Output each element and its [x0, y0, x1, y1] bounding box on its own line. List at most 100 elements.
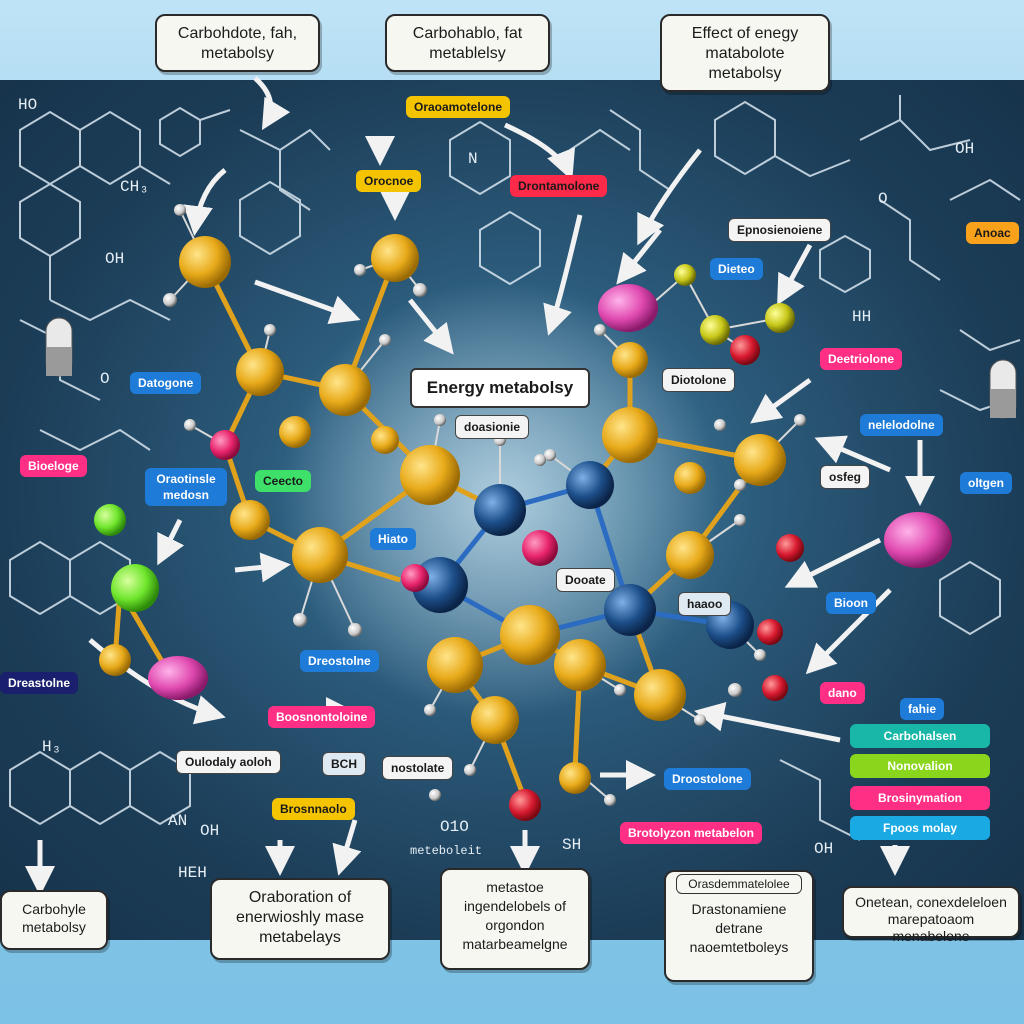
footer-box-droseno: Orasdemmatelolee Drastonamiene detrane n…	[664, 870, 814, 982]
tag-fahie: fahie	[900, 698, 945, 720]
center-title: Energy metabolsy	[410, 368, 590, 408]
header-box-carb-fat: Carbohdote, fah, metabolsy	[155, 14, 320, 72]
footer-box-oraboration: Oraboration of enerwioshly mase metabela…	[210, 878, 390, 960]
tag-diotolone: Diotolone	[662, 368, 736, 392]
gold-atom	[400, 445, 460, 505]
gold-atom	[634, 669, 686, 721]
tag-brotolyzon: Brotolyzon metabelon	[620, 822, 763, 844]
gold-atom	[666, 531, 714, 579]
magenta-atom	[210, 430, 240, 460]
gold-atom	[427, 637, 483, 693]
yellow-atom	[700, 315, 730, 345]
gold-atom	[674, 462, 706, 494]
yellow-atom	[765, 303, 795, 333]
chem-label-sh: SH	[562, 836, 582, 854]
footer-box-droseno-title: Orasdemmatelolee	[676, 874, 802, 894]
navy-atom	[604, 584, 656, 636]
red-atom	[757, 619, 783, 645]
magenta-atom	[401, 564, 429, 592]
tag-orocnoe: Orocnoe	[356, 170, 422, 192]
green-atom	[111, 564, 159, 612]
legend-bar-nonovalion: Nonovalion	[850, 754, 990, 778]
tag-oulodaly: Oulodaly aoloh	[176, 750, 281, 774]
header-box-carb-fat-metabolism: Carbohablo, fat metablelsy	[385, 14, 550, 72]
tag-oraoamotelone: Oraoamotelone	[406, 96, 511, 118]
gold-atom	[179, 236, 231, 288]
chem-label-o1o: O1O	[440, 818, 469, 836]
chem-label-meteboleit: meteboleit	[410, 844, 483, 858]
tag-dreastolne: Dreastolne	[0, 672, 79, 694]
magenta-atom	[522, 530, 558, 566]
gold-atom	[319, 364, 371, 416]
tag-hiato: Hiato	[370, 528, 416, 550]
tag-boosnontoloine: Boosnontoloine	[268, 706, 376, 728]
red-atom	[776, 534, 804, 562]
tag-brosnnaolo: Brosnnaolo	[272, 798, 355, 820]
gold-atom	[292, 527, 348, 583]
chem-label-an: AN	[168, 812, 188, 830]
gold-atom	[236, 348, 284, 396]
tag-bioeloge: Bioeloge	[20, 455, 87, 477]
gold-atom	[734, 434, 786, 486]
tag-dano: dano	[820, 682, 865, 704]
red-atom	[730, 335, 760, 365]
tag-nelelodolne: nelelodolne	[860, 414, 943, 436]
pink-molecule	[148, 656, 208, 700]
flow-arrows	[25, 76, 935, 896]
tag-haaoo: haaoo	[678, 592, 732, 616]
yellow-atom	[674, 264, 696, 286]
gold-atom	[559, 762, 591, 794]
chem-label-oh-right: OH	[814, 840, 834, 858]
legend-bar-fpoos: Fpoos molay	[850, 816, 990, 840]
navy-atom	[566, 461, 614, 509]
tag-doasionie: doasionie	[455, 415, 530, 439]
chem-label-oh-bottom: OH	[200, 822, 220, 840]
gold-atom	[99, 644, 131, 676]
tag-osfeg: osfeg	[820, 465, 871, 489]
chem-label-n: N	[468, 150, 478, 168]
tag-nostolate: nostolate	[382, 756, 454, 780]
red-atom	[509, 789, 541, 821]
tag-epnosienoiene: Epnosienoiene	[728, 218, 832, 242]
footer-box-oxidative: Onetean, conexdeleloen marepatoaom menab…	[842, 886, 1020, 944]
chem-label-ho: HO	[18, 96, 38, 114]
chem-label-o-top-right: O	[878, 190, 888, 208]
gold-atom	[602, 407, 658, 463]
gold-atom	[554, 639, 606, 691]
tag-dieteo: Dieteo	[710, 258, 763, 280]
gold-atom	[612, 342, 648, 378]
chem-label-o: O	[100, 370, 110, 388]
tag-dooate: Dooate	[556, 568, 615, 592]
tag-drontamolone: Drontamolone	[510, 175, 608, 197]
chem-label-hh: HH	[852, 308, 872, 326]
tag-bioon: Bioon	[826, 592, 876, 614]
tag-oraotinsle: Oraotinsle medosn	[145, 468, 227, 506]
header-box-effect-energy: Effect of enegy matabolote metabolsy	[660, 14, 830, 92]
chem-label-oh-top-right: OH	[955, 140, 975, 158]
tag-anoac: Anoac	[966, 222, 1019, 244]
chem-label-ch3: CH₃	[120, 178, 149, 196]
tag-ceecto: Ceecto	[255, 470, 312, 492]
tag-droostolone: Droostolone	[664, 768, 751, 790]
pink-molecule	[884, 512, 952, 568]
green-atom	[94, 504, 126, 536]
chem-label-h3: H₃	[42, 738, 62, 756]
chem-label-oh: OH	[105, 250, 125, 268]
gold-atom	[371, 426, 399, 454]
pink-molecule	[598, 284, 658, 332]
gold-atom	[230, 500, 270, 540]
red-atom	[762, 675, 788, 701]
navy-atom	[474, 484, 526, 536]
gold-atom	[471, 696, 519, 744]
gold-atom	[279, 416, 311, 448]
tag-datogone: Datogone	[130, 372, 202, 394]
legend-bar-carbohalsen: Carbohalsen	[850, 724, 990, 748]
tag-dreostolne: Dreostolne	[300, 650, 379, 672]
tag-bch: BCH	[322, 752, 366, 776]
tag-oltgen: oltgen	[960, 472, 1012, 494]
capsule-icons	[45, 317, 1017, 419]
footer-box-droseno-text: Drastonamiene detrane naoemtetboleys	[689, 901, 789, 955]
footer-box-carbohyle: Carbohyle metabolsy	[0, 890, 108, 950]
chemical-structures-right	[449, 95, 1021, 841]
